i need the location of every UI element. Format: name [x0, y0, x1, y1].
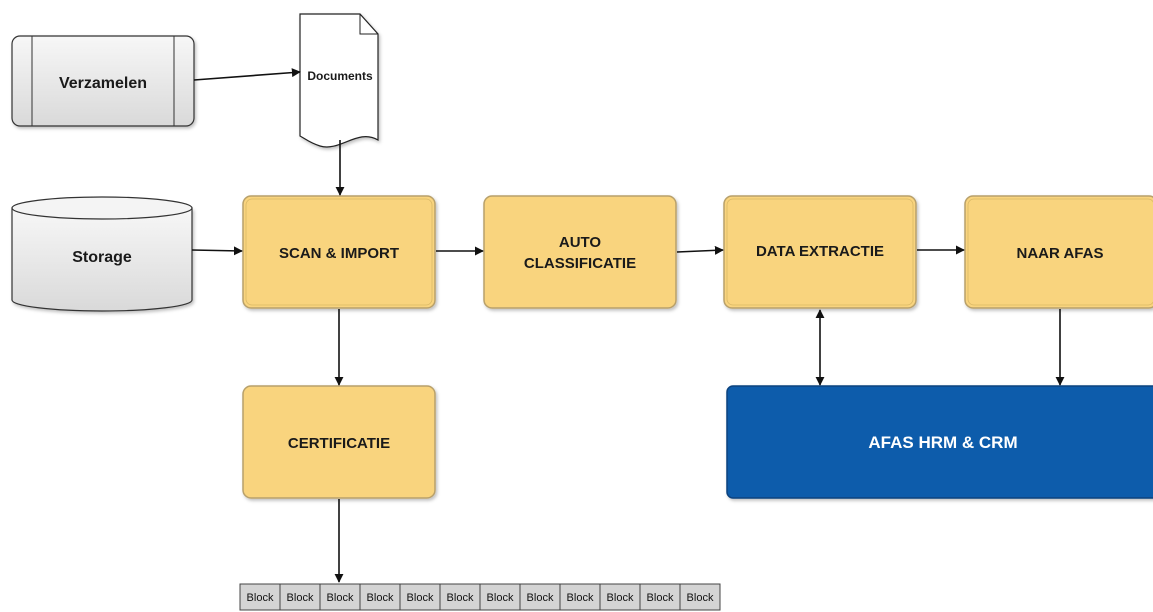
- block-cell-box: [519, 583, 561, 611]
- auto-classificatie-label-line2: CLASSIFICATIE: [524, 255, 636, 272]
- block-cell-label: Block: [647, 592, 674, 604]
- block-cell-box: [679, 583, 721, 611]
- verzamelen-label: Verzamelen: [59, 75, 147, 92]
- block-cell-box: [319, 583, 361, 611]
- auto-classificatie-label-line1: AUTO: [559, 234, 602, 251]
- block-cell: Block: [559, 583, 601, 611]
- data-extractie-label: DATA EXTRACTIE: [756, 243, 884, 260]
- block-cell: Block: [359, 583, 401, 611]
- connectors: [191, 68, 1065, 583]
- block-cell: Block: [319, 583, 361, 611]
- block-cell: Block: [519, 583, 561, 611]
- block-cell: Block: [439, 583, 481, 611]
- block-cell-label: Block: [447, 592, 474, 604]
- block-cell-box: [439, 583, 481, 611]
- block-cell-label: Block: [407, 592, 434, 604]
- afas-hrm-crm-node: AFAS HRM & CRM: [726, 385, 1153, 499]
- storage-node: Storage: [11, 196, 193, 312]
- verzamelen-node: Verzamelen: [11, 35, 195, 127]
- block-cell-label: Block: [527, 592, 554, 604]
- block-cell: Block: [639, 583, 681, 611]
- naar-afas-node: NAAR AFAS: [964, 195, 1153, 309]
- block-chain-strip: Block Block Block Block Block Block Block Block…: [239, 583, 721, 611]
- arrow-storage-scan: [191, 246, 243, 256]
- block-cell-label: Block: [567, 592, 594, 604]
- block-cell-box: [479, 583, 521, 611]
- block-cell: Block: [399, 583, 441, 611]
- block-cell-label: Block: [487, 592, 514, 604]
- arrow-auto-extractie: [676, 245, 724, 255]
- data-extractie-node: DATA EXTRACTIE: [723, 195, 917, 309]
- block-cell-label: Block: [607, 592, 634, 604]
- block-cell-box: [239, 583, 281, 611]
- documents-label: Documents: [307, 69, 373, 83]
- block-cell: Block: [279, 583, 321, 611]
- storage-label: Storage: [72, 249, 132, 266]
- block-cell-box: [279, 583, 321, 611]
- block-cell-box: [639, 583, 681, 611]
- auto-classificatie-node: AUTO CLASSIFICATIE: [483, 195, 677, 309]
- block-cell-label: Block: [367, 592, 394, 604]
- block-cell: Block: [239, 583, 281, 611]
- block-cell: Block: [679, 583, 721, 611]
- block-cell-label: Block: [687, 592, 714, 604]
- naar-afas-label: NAAR AFAS: [1017, 245, 1104, 262]
- documents-node: Documents: [299, 13, 379, 148]
- afas-hrm-crm-label: AFAS HRM & CRM: [868, 433, 1017, 452]
- block-cell-box: [359, 583, 401, 611]
- block-cell: Block: [479, 583, 521, 611]
- certificatie-label: CERTIFICATIE: [288, 435, 390, 452]
- block-cell-label: Block: [327, 592, 354, 604]
- block-cell: Block: [599, 583, 641, 611]
- block-cell-label: Block: [287, 592, 314, 604]
- scan-import-label: SCAN & IMPORT: [279, 245, 399, 262]
- arrow-verzamelen-documents: [193, 68, 301, 81]
- scan-import-node: SCAN & IMPORT: [242, 195, 436, 309]
- certificatie-node: CERTIFICATIE: [242, 385, 436, 499]
- block-cell-label: Block: [247, 592, 274, 604]
- block-cell-box: [399, 583, 441, 611]
